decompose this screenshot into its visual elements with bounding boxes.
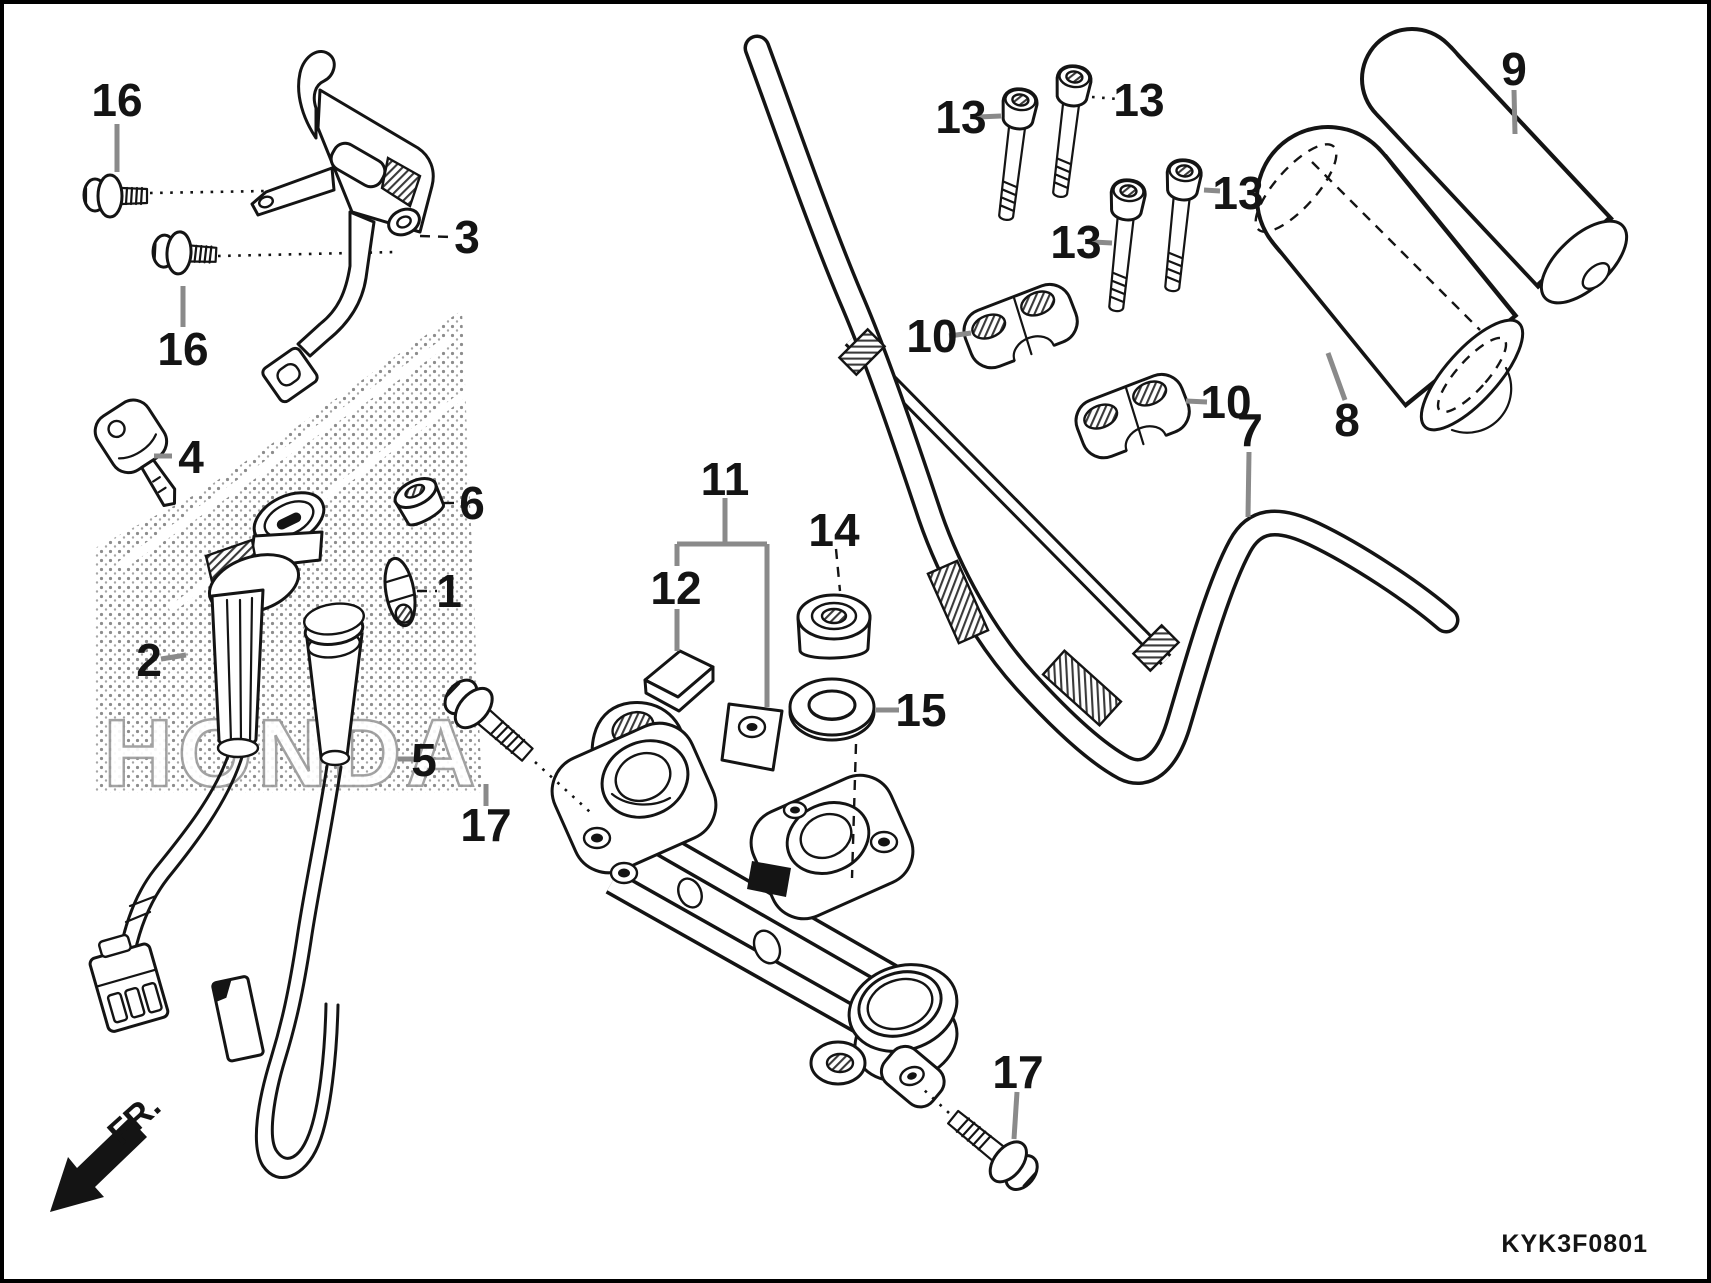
- cable-loop: [211, 764, 343, 1179]
- cable-tab: [211, 975, 265, 1063]
- part-callout-11: 11: [701, 453, 750, 505]
- part-callout-13: 13: [1113, 74, 1164, 126]
- part-callout-9: 9: [1501, 43, 1527, 95]
- fr-arrow-icon: [50, 1118, 147, 1212]
- part-callout-10: 10: [1200, 376, 1251, 428]
- dotted-line-17-left: [534, 761, 591, 813]
- part-callout-5: 5: [411, 734, 437, 786]
- bridge-handlebar-holder: [550, 701, 959, 1109]
- part-callout-8: 8: [1334, 394, 1360, 446]
- part-callout-13: 13: [1212, 167, 1263, 219]
- part-15-washer: [788, 677, 876, 742]
- wire-connector: [88, 933, 170, 1033]
- honda-watermark: HONDA: [104, 700, 481, 807]
- part-callout-13: 13: [1050, 216, 1101, 268]
- part-callout-17: 17: [460, 799, 511, 851]
- part-3-bracket: [250, 49, 435, 404]
- leader-lines: [114, 89, 1518, 1140]
- dotted-line-17-bottom: [921, 1087, 950, 1114]
- part-14-bushing: [796, 593, 872, 660]
- part-8-grip-cover: [1254, 125, 1525, 434]
- part-callout-4: 4: [178, 431, 204, 483]
- part-callout-12: 12: [650, 562, 701, 614]
- part-callout-17: 17: [992, 1046, 1043, 1098]
- part-2-ignition-switch: [204, 491, 326, 759]
- part-1: [383, 556, 417, 628]
- part-5-cover: [303, 602, 365, 767]
- part-callout-1: 1: [436, 565, 462, 617]
- part-callout-6: 6: [459, 477, 485, 529]
- diagram-code: KYK3F0801: [1501, 1230, 1648, 1258]
- part-callout-7: 7: [1237, 404, 1263, 456]
- part-9-grip: [1360, 27, 1629, 305]
- part-4-key: [93, 398, 177, 508]
- part-callout-16: 16: [91, 74, 142, 126]
- ignition-wire-harness: [88, 754, 244, 1033]
- part-callout-16: 16: [157, 323, 208, 375]
- part-callout-3: 3: [454, 211, 480, 263]
- dashed-leaders: [417, 234, 858, 879]
- part-callout-15: 15: [895, 684, 946, 736]
- dotted-line-13: [1091, 95, 1119, 101]
- part-12-pad: [643, 649, 715, 713]
- part-callout-10: 10: [906, 310, 957, 362]
- part-callout-14: 14: [808, 504, 860, 556]
- part-6: [393, 477, 445, 527]
- part-callout-2: 2: [136, 634, 162, 686]
- part-callout-13: 13: [935, 91, 986, 143]
- part-7-handlebar: [743, 34, 1460, 785]
